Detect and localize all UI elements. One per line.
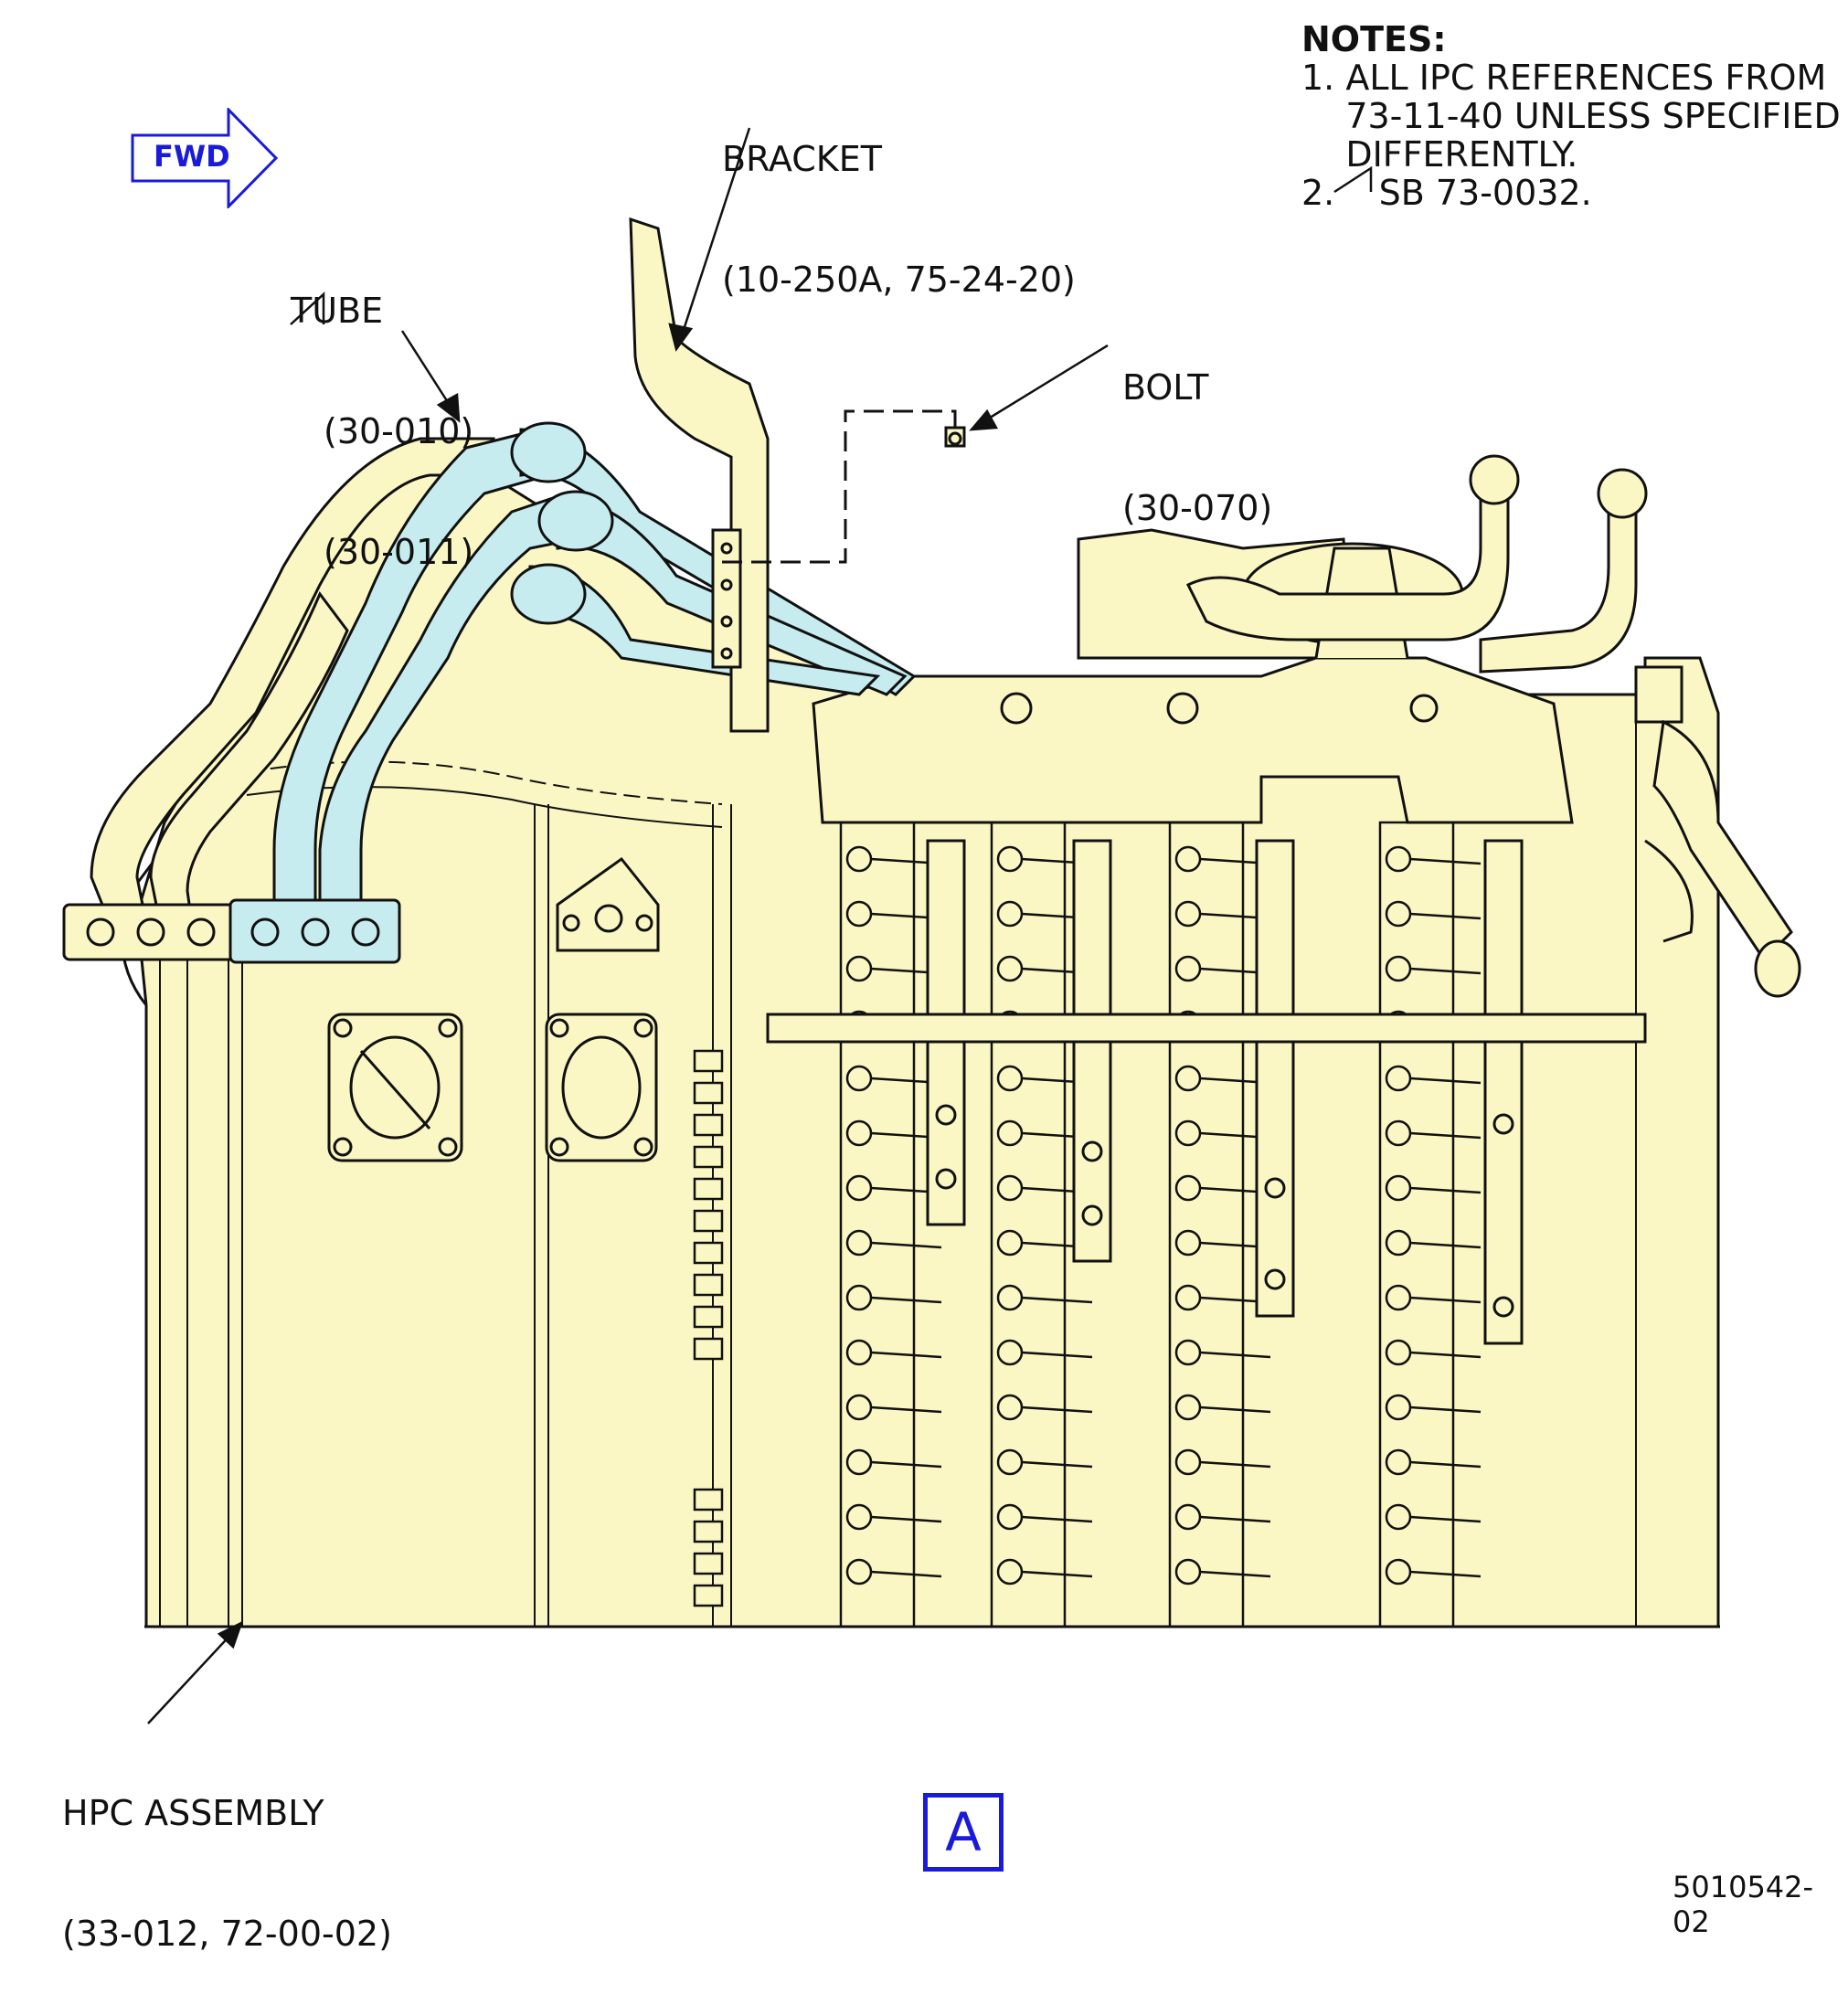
tube-callout: TUBE (30-010) (30-011) xyxy=(291,210,473,612)
left-tubes xyxy=(62,437,495,961)
bolt-callout: BOLT (30-070) xyxy=(1122,287,1272,568)
note-1-line-3: DIFFERENTLY. xyxy=(1301,134,1578,175)
tube-ref1: (30-010) xyxy=(324,411,474,451)
document-number: 5010542-02 xyxy=(1673,1870,1814,1939)
hpc-ref: (33-012, 72-00-02) xyxy=(62,1914,392,1954)
right-tubes xyxy=(1185,454,1801,998)
view-label: A xyxy=(945,1801,982,1863)
notes-header: NOTES: xyxy=(1301,19,1447,59)
bracket-name: BRACKET xyxy=(722,139,882,179)
manifold-body xyxy=(812,528,1683,824)
notes-block: NOTES: 1. ALL IPC REFERENCES FROM 73-11-… xyxy=(1301,20,1841,212)
bracket-callout: BRACKET (10-250A, 75-24-20) xyxy=(722,58,1076,340)
bracket-part xyxy=(629,217,770,733)
view-label-box: A xyxy=(923,1793,1004,1872)
bolt-ref: (30-070) xyxy=(1122,488,1273,528)
inspection-ports xyxy=(327,856,660,1162)
engine-illustration xyxy=(62,127,1801,1724)
bracket-ref: (10-250A, 75-24-20) xyxy=(722,260,1076,300)
note-1-line-2: 73-11-40 UNLESS SPECIFIED xyxy=(1301,96,1841,136)
hpc-callout: HPC ASSEMBLY (33-012, 72-00-02) xyxy=(62,1713,392,1994)
bolt-column xyxy=(693,1049,724,1607)
leader-lines xyxy=(147,127,1109,1724)
bolt-phantom-line xyxy=(722,409,957,564)
revision-markers xyxy=(290,165,1373,325)
bolt-name: BOLT xyxy=(1122,367,1209,408)
fwd-arrow-icon xyxy=(131,108,279,208)
note-2: 2. SB 73-0032. xyxy=(1301,173,1592,213)
hpc-name: HPC ASSEMBLY xyxy=(62,1793,324,1833)
link-bars xyxy=(766,839,1647,1345)
bolt-part xyxy=(944,426,966,448)
note-1-line-1: 1. ALL IPC REFERENCES FROM xyxy=(1301,58,1827,98)
tube-name: TUBE xyxy=(291,291,384,331)
tube-ref2: (30-011) xyxy=(324,532,474,572)
fwd-label: FWD xyxy=(154,139,230,174)
